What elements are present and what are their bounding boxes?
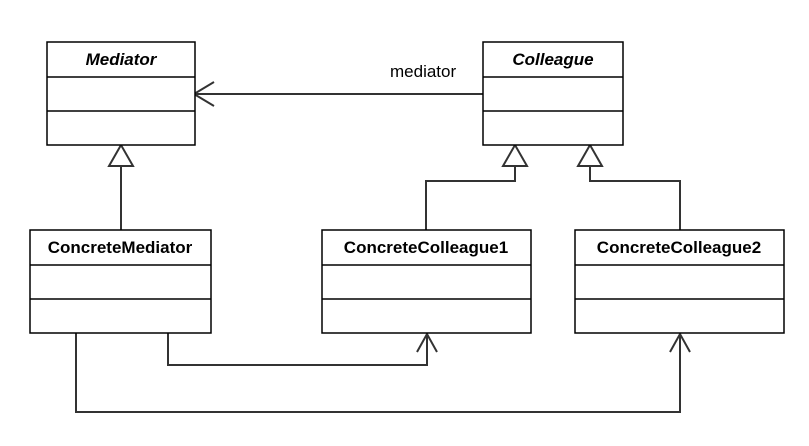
class-box-mediator: Mediator <box>46 41 196 146</box>
class-name-colleague: Colleague <box>512 50 593 69</box>
generalization-concrete-colleague1 <box>425 166 516 230</box>
generalization-markers <box>107 142 604 167</box>
hollow-triangle-icon <box>107 142 135 167</box>
class-name-concrete-colleague1: ConcreteColleague1 <box>344 238 508 257</box>
open-arrowhead-icon <box>416 331 438 353</box>
generalization-concrete-colleague2 <box>589 166 681 230</box>
association-mediator-to-colleague1 <box>167 331 438 366</box>
association-mediator-to-colleague2 <box>75 331 691 413</box>
hollow-triangle-icon <box>501 142 529 167</box>
class-box-colleague: Colleague <box>482 41 624 146</box>
class-name-concrete-colleague2: ConcreteColleague2 <box>597 238 761 257</box>
association-label-mediator: mediator <box>390 62 456 81</box>
hollow-triangle-icon <box>576 142 604 167</box>
connectors <box>75 81 691 413</box>
association-colleague-to-mediator <box>192 81 483 107</box>
open-arrowhead-icon <box>669 331 691 353</box>
class-box-concrete-colleague1: ConcreteColleague1 <box>321 229 532 334</box>
class-box-concrete-mediator: ConcreteMediator <box>29 229 212 334</box>
class-name-concrete-mediator: ConcreteMediator <box>48 238 193 257</box>
class-name-mediator: Mediator <box>86 50 158 69</box>
class-box-concrete-colleague2: ConcreteColleague2 <box>574 229 785 334</box>
